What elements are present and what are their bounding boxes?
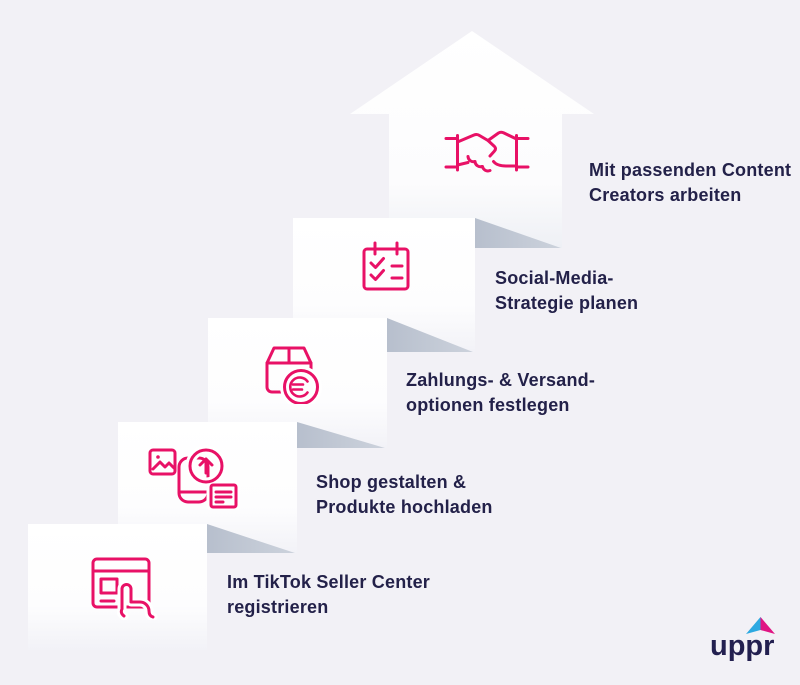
step-label-5-line-2: Creators arbeiten bbox=[589, 185, 742, 205]
uppr-logo-text: uppr bbox=[710, 630, 775, 662]
step-label-3: Zahlungs- & Versand- optionen festlegen bbox=[406, 368, 595, 418]
fold-shadow-2 bbox=[297, 422, 385, 448]
step-label-1: Im TikTok Seller Center registrieren bbox=[227, 570, 430, 620]
fold-shadow-4 bbox=[475, 218, 561, 248]
handshake-icon bbox=[444, 130, 530, 173]
step-label-3-line-2: optionen festlegen bbox=[406, 395, 570, 415]
step-label-5-line-1: Mit passenden Content bbox=[589, 160, 792, 180]
step-label-4-line-1: Social-Media- bbox=[495, 268, 614, 288]
browser-register-icon bbox=[91, 557, 158, 620]
step-label-2: Shop gestalten & Produkte hochladen bbox=[316, 470, 493, 520]
step-label-3-line-1: Zahlungs- & Versand- bbox=[406, 370, 596, 390]
step-label-2-line-2: Produkte hochladen bbox=[316, 497, 493, 517]
checklist-calendar-icon bbox=[362, 241, 410, 291]
fold-shadow-1 bbox=[207, 524, 295, 553]
uppr-pyramid-icon bbox=[746, 617, 775, 634]
step-label-4-line-2: Strategie planen bbox=[495, 293, 639, 313]
package-euro-icon bbox=[265, 346, 322, 404]
step-label-4: Social-Media- Strategie planen bbox=[495, 266, 638, 316]
step-label-1-line-1: Im TikTok Seller Center bbox=[227, 572, 431, 592]
step-label-2-line-1: Shop gestalten & bbox=[316, 472, 467, 492]
step-label-5: Mit passenden Content Creators arbeiten bbox=[589, 158, 791, 208]
up-arrow-shape bbox=[350, 31, 594, 248]
step-label-1-line-2: registrieren bbox=[227, 597, 329, 617]
shop-upload-icon bbox=[148, 445, 240, 510]
uppr-logo: uppr bbox=[708, 616, 788, 668]
fold-shadow-3 bbox=[387, 318, 473, 352]
